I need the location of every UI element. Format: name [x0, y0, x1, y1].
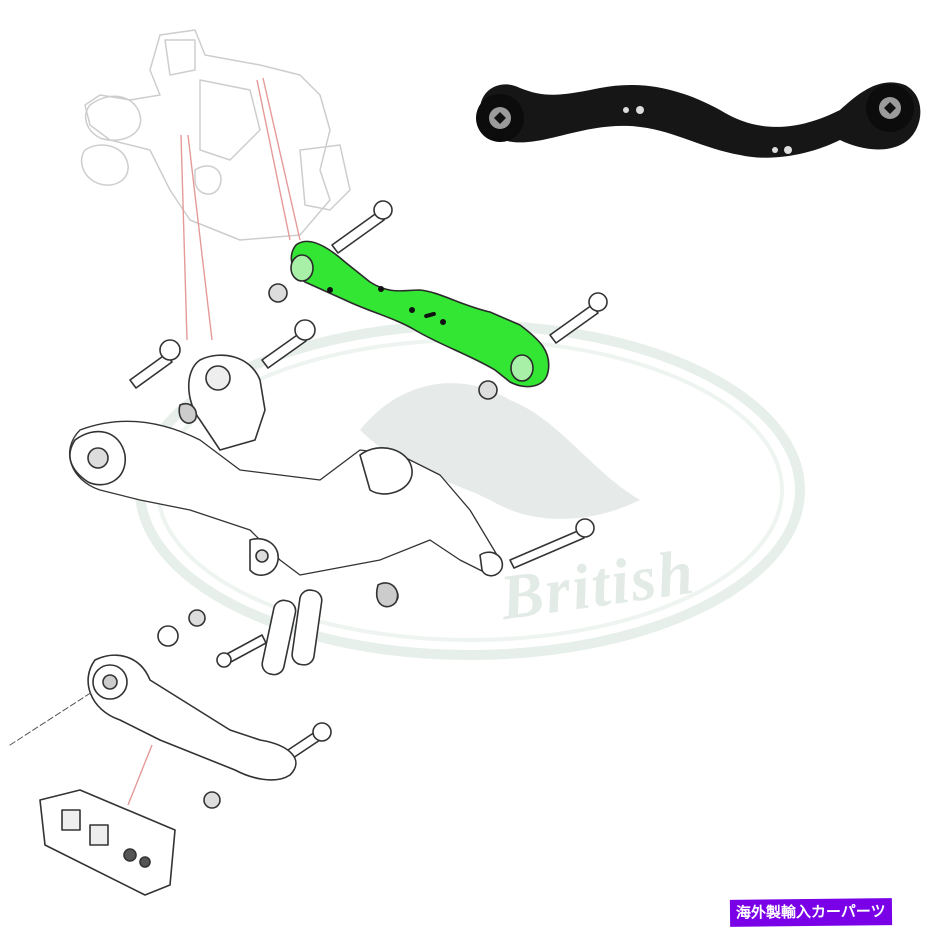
leader-lines [127, 77, 301, 806]
bolt [216, 634, 267, 668]
import-parts-badge: 海外製輸入カーパーツ [729, 898, 892, 927]
lower-trailing-link [87, 654, 297, 781]
bolt [261, 319, 316, 369]
subframe-body-faint [80, 29, 351, 241]
bolt [331, 200, 393, 254]
watermark-silhouette [360, 383, 640, 519]
bolt [549, 292, 608, 344]
bolt [129, 339, 181, 389]
control-arm-photo [476, 82, 921, 158]
link-plate [261, 589, 323, 676]
mount-bracket [39, 789, 176, 896]
highlighted-control-arm [290, 240, 550, 388]
lower-subframe [69, 354, 504, 577]
bolt [284, 722, 332, 761]
bolt [509, 518, 595, 569]
